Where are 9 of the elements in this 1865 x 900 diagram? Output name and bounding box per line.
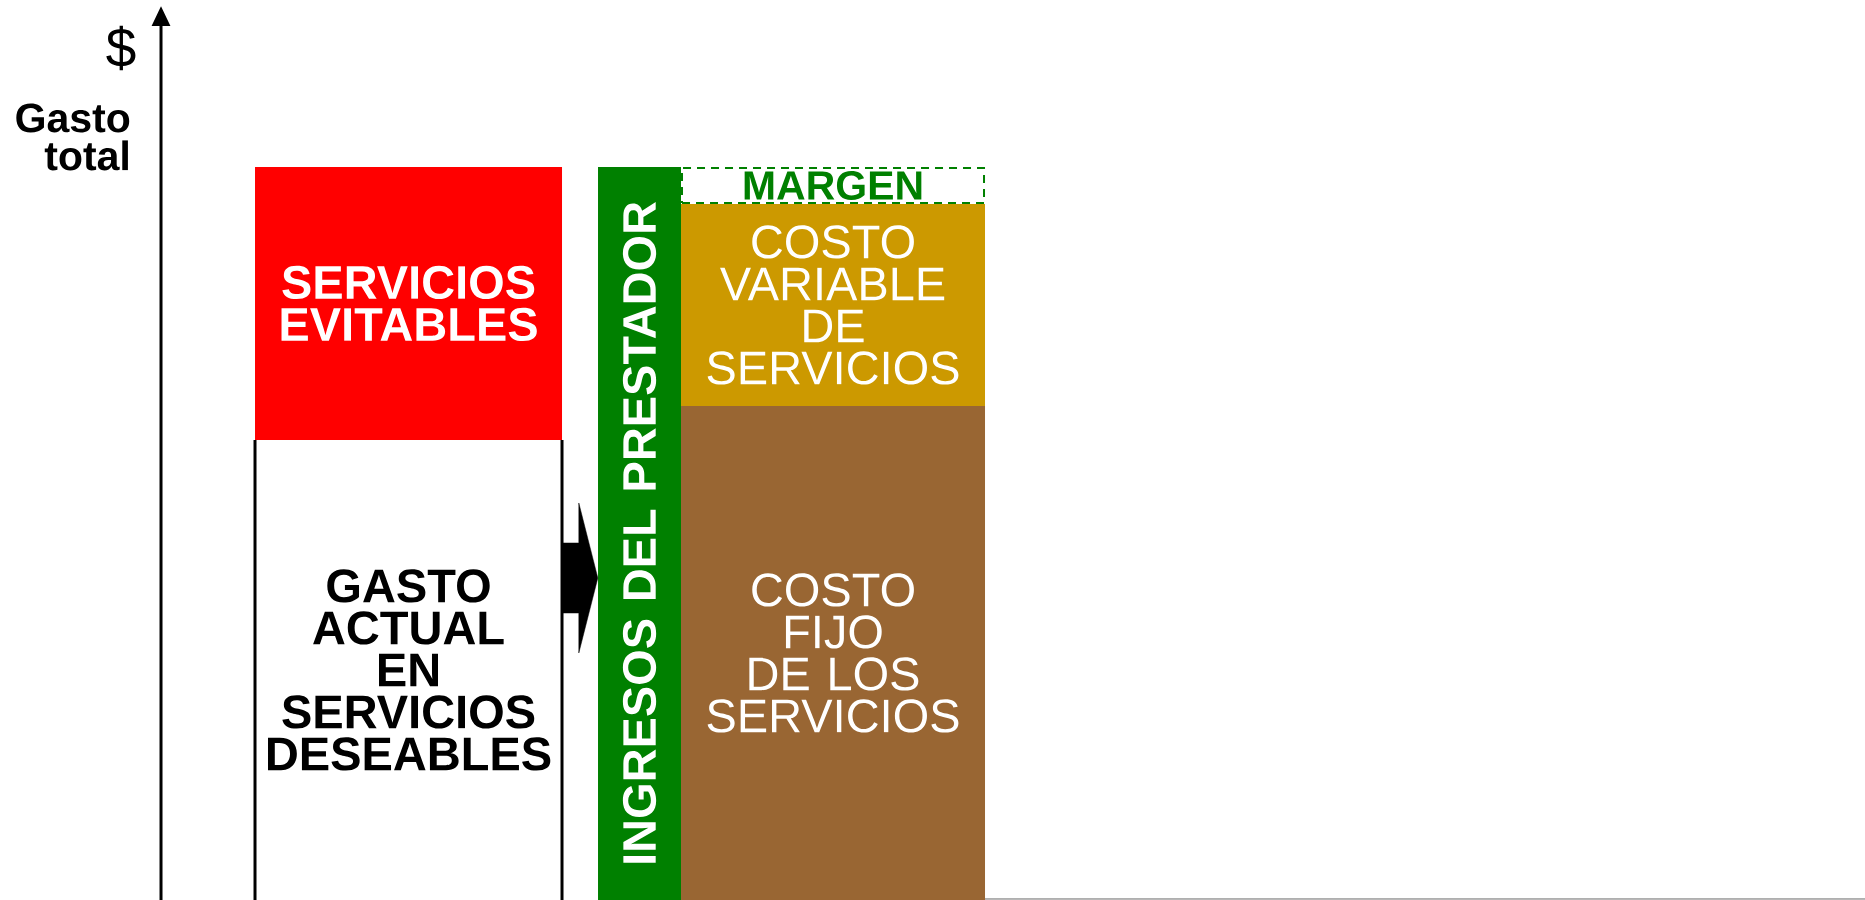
block-arrow — [561, 502, 599, 654]
fixed-cost-box: COSTO FIJO DE LOS SERVICIOS — [681, 406, 985, 900]
current-spending-box: GASTO ACTUAL EN SERVICIOS DESEABLES — [253, 440, 564, 900]
avoidable-services-box: SERVICIOS EVITABLES — [255, 167, 562, 440]
axis-label: $ — [106, 25, 136, 71]
provider-income-bar: INGRESOS DEL PRESTADOR — [598, 167, 681, 900]
margin-box: MARGEN — [681, 167, 985, 204]
variable-cost-box: COSTO VARIABLE DE SERVICIOS — [681, 204, 985, 406]
axis-label: Gasto total — [16, 103, 130, 171]
